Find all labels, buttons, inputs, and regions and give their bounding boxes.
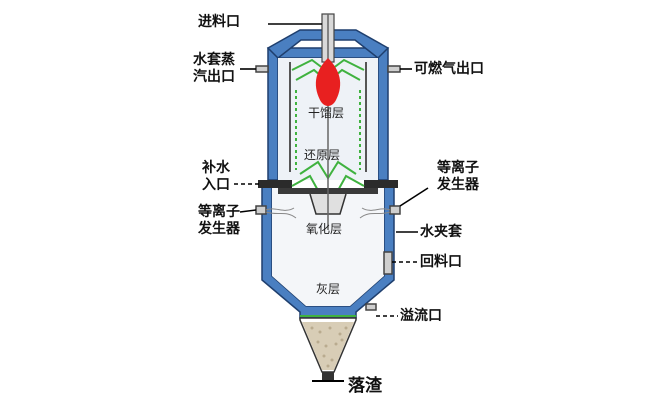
slag-outlet bbox=[322, 372, 334, 380]
water-jacket-steam-line1: 水套蒸 bbox=[193, 52, 235, 68]
make-up-water-line2: 入口 bbox=[202, 177, 230, 193]
plasma-generator-left-label: 等离子 发生器 bbox=[190, 204, 248, 238]
oxidation-zone-label: 氧化层 bbox=[306, 222, 343, 236]
plasma-generator-left-line1: 等离子 bbox=[198, 204, 240, 220]
overflow-port-label: 溢流口 bbox=[400, 308, 442, 324]
combustible-gas-outlet-label: 可燃气出口 bbox=[414, 61, 484, 77]
return-inlet-label: 回料口 bbox=[420, 254, 462, 270]
slag-texture bbox=[310, 326, 348, 368]
drying-zone-label: 干馏层 bbox=[308, 106, 345, 120]
ash-zone-label: 灰层 bbox=[316, 282, 341, 296]
leader-lines bbox=[234, 23, 429, 317]
reduction-zone-label: 还原层 bbox=[304, 148, 341, 162]
make-up-water-inlet-label: 补水 入口 bbox=[196, 160, 236, 194]
water-jacket-steam-line2: 汽出口 bbox=[193, 69, 235, 85]
plasma-generator-right-label: 等离子 发生器 bbox=[428, 160, 488, 194]
feed-inlet-label: 进料口 bbox=[198, 14, 240, 30]
make-up-water-line1: 补水 bbox=[202, 160, 230, 176]
lower-chamber bbox=[272, 188, 384, 306]
plasma-generator-right-line1: 等离子 bbox=[437, 160, 479, 176]
flange-right bbox=[364, 180, 398, 188]
water-jacket-label: 水夹套 bbox=[420, 224, 462, 240]
slag-label: 落渣 bbox=[348, 376, 382, 396]
plasma-wisps bbox=[265, 207, 391, 219]
water-jacket-steam-outlet-label: 水套蒸 汽出口 bbox=[186, 52, 242, 86]
side-ports bbox=[255, 65, 401, 311]
flame bbox=[315, 58, 341, 106]
plasma-generator-right-line2: 发生器 bbox=[437, 177, 479, 193]
flange-left bbox=[258, 180, 292, 188]
plasma-generator-left-line2: 发生器 bbox=[198, 221, 240, 237]
